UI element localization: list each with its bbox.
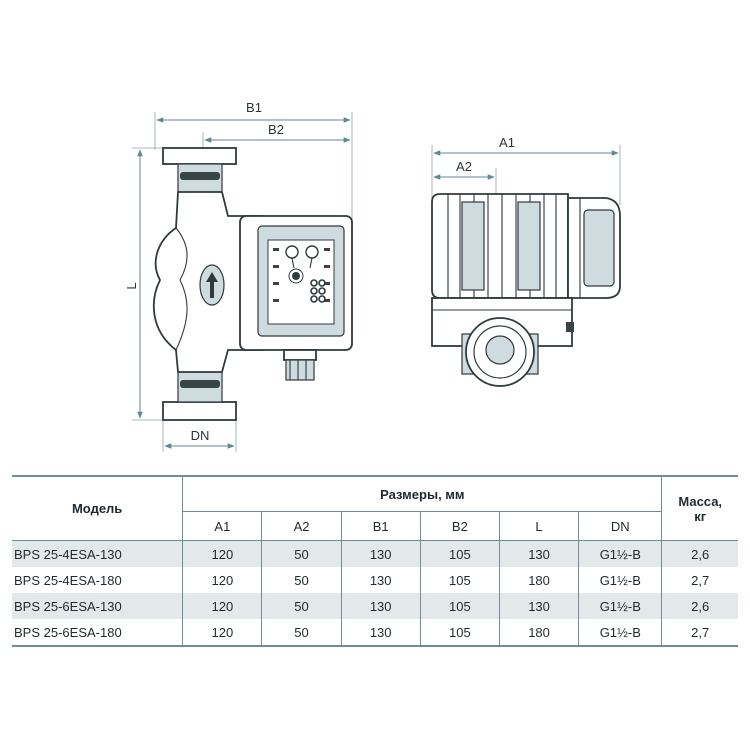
- b1-cell: 130: [340, 619, 421, 647]
- dim-a2-label: A2: [456, 159, 472, 174]
- b2-cell: 105: [419, 593, 500, 619]
- model-cell: BPS 25-4ESA-130: [12, 540, 183, 567]
- dn-cell: G1½-B: [578, 619, 662, 647]
- a1-cell: 120: [182, 619, 262, 647]
- model-header: Модель: [12, 475, 183, 541]
- dim-b2-label: B2: [268, 122, 284, 137]
- mass-cell: 2,6: [661, 540, 738, 567]
- model-cell: BPS 25-4ESA-180: [14, 572, 122, 588]
- side-view: A1 A2: [431, 135, 621, 387]
- l-cell: 130: [498, 540, 579, 567]
- dn-cell: G1½-B: [578, 540, 662, 567]
- column-header-a2: A2: [261, 511, 342, 541]
- b2-cell: 105: [419, 619, 500, 647]
- b1-cell: 130: [340, 593, 421, 619]
- a2-cell: 50: [261, 593, 342, 619]
- l-cell: 180: [498, 567, 579, 593]
- mass-header: Масса,кг: [661, 475, 738, 541]
- table-row: BPS 25-6ESA-180 120 50 130 105 180 G1½-B…: [12, 619, 738, 647]
- model-cell: BPS 25-6ESA-130: [12, 593, 183, 619]
- table-row: BPS 25-4ESA-180 120 50 130 105 180 G1½-B…: [12, 567, 738, 593]
- b1-cell: 130: [340, 567, 421, 593]
- a2-cell: 50: [261, 567, 342, 593]
- a1-cell: 120: [182, 567, 262, 593]
- column-header-b1: B1: [340, 511, 421, 541]
- b1-cell: 130: [340, 540, 421, 567]
- a2-cell: 50: [261, 540, 342, 567]
- l-cell: 130: [498, 593, 579, 619]
- a1-cell: 120: [182, 540, 262, 567]
- l-cell: 180: [498, 619, 579, 647]
- column-header-l: L: [498, 511, 579, 541]
- table-row: BPS 25-6ESA-130 120 50 130 105 130 G1½-B…: [12, 593, 738, 619]
- dim-l-label: L: [124, 282, 139, 289]
- dim-b1-label: B1: [246, 100, 262, 115]
- b2-cell: 105: [419, 567, 500, 593]
- a1-cell: 120: [182, 593, 262, 619]
- dim-dn-label: DN: [191, 428, 210, 443]
- dn-cell: G1½-B: [578, 593, 662, 619]
- b2-cell: 105: [419, 540, 500, 567]
- column-header-a1: A1: [182, 511, 262, 541]
- front-view: B1 B2 L DN: [124, 100, 353, 452]
- specifications-table: Модель Размеры, мм Масса,кг A1 A2 B1 B2 …: [12, 475, 738, 647]
- model-cell: BPS 25-6ESA-180: [12, 619, 183, 647]
- mass-cell: 2,6: [661, 593, 738, 619]
- column-header-b2: B2: [419, 511, 500, 541]
- pump-dimension-drawing: B1 B2 L DN: [124, 100, 621, 452]
- dim-a1-label: A1: [499, 135, 515, 150]
- table-row: BPS 25-4ESA-130 120 50 130 105 130 G1½-B…: [12, 540, 738, 567]
- a2-cell: 50: [261, 619, 342, 647]
- sizes-header: Размеры, мм: [182, 475, 662, 512]
- mass-cell: 2,7: [661, 619, 738, 647]
- mass-cell: 2,7: [661, 567, 738, 593]
- dn-cell: G1½-B: [578, 567, 662, 593]
- column-header-dn: DN: [578, 511, 662, 541]
